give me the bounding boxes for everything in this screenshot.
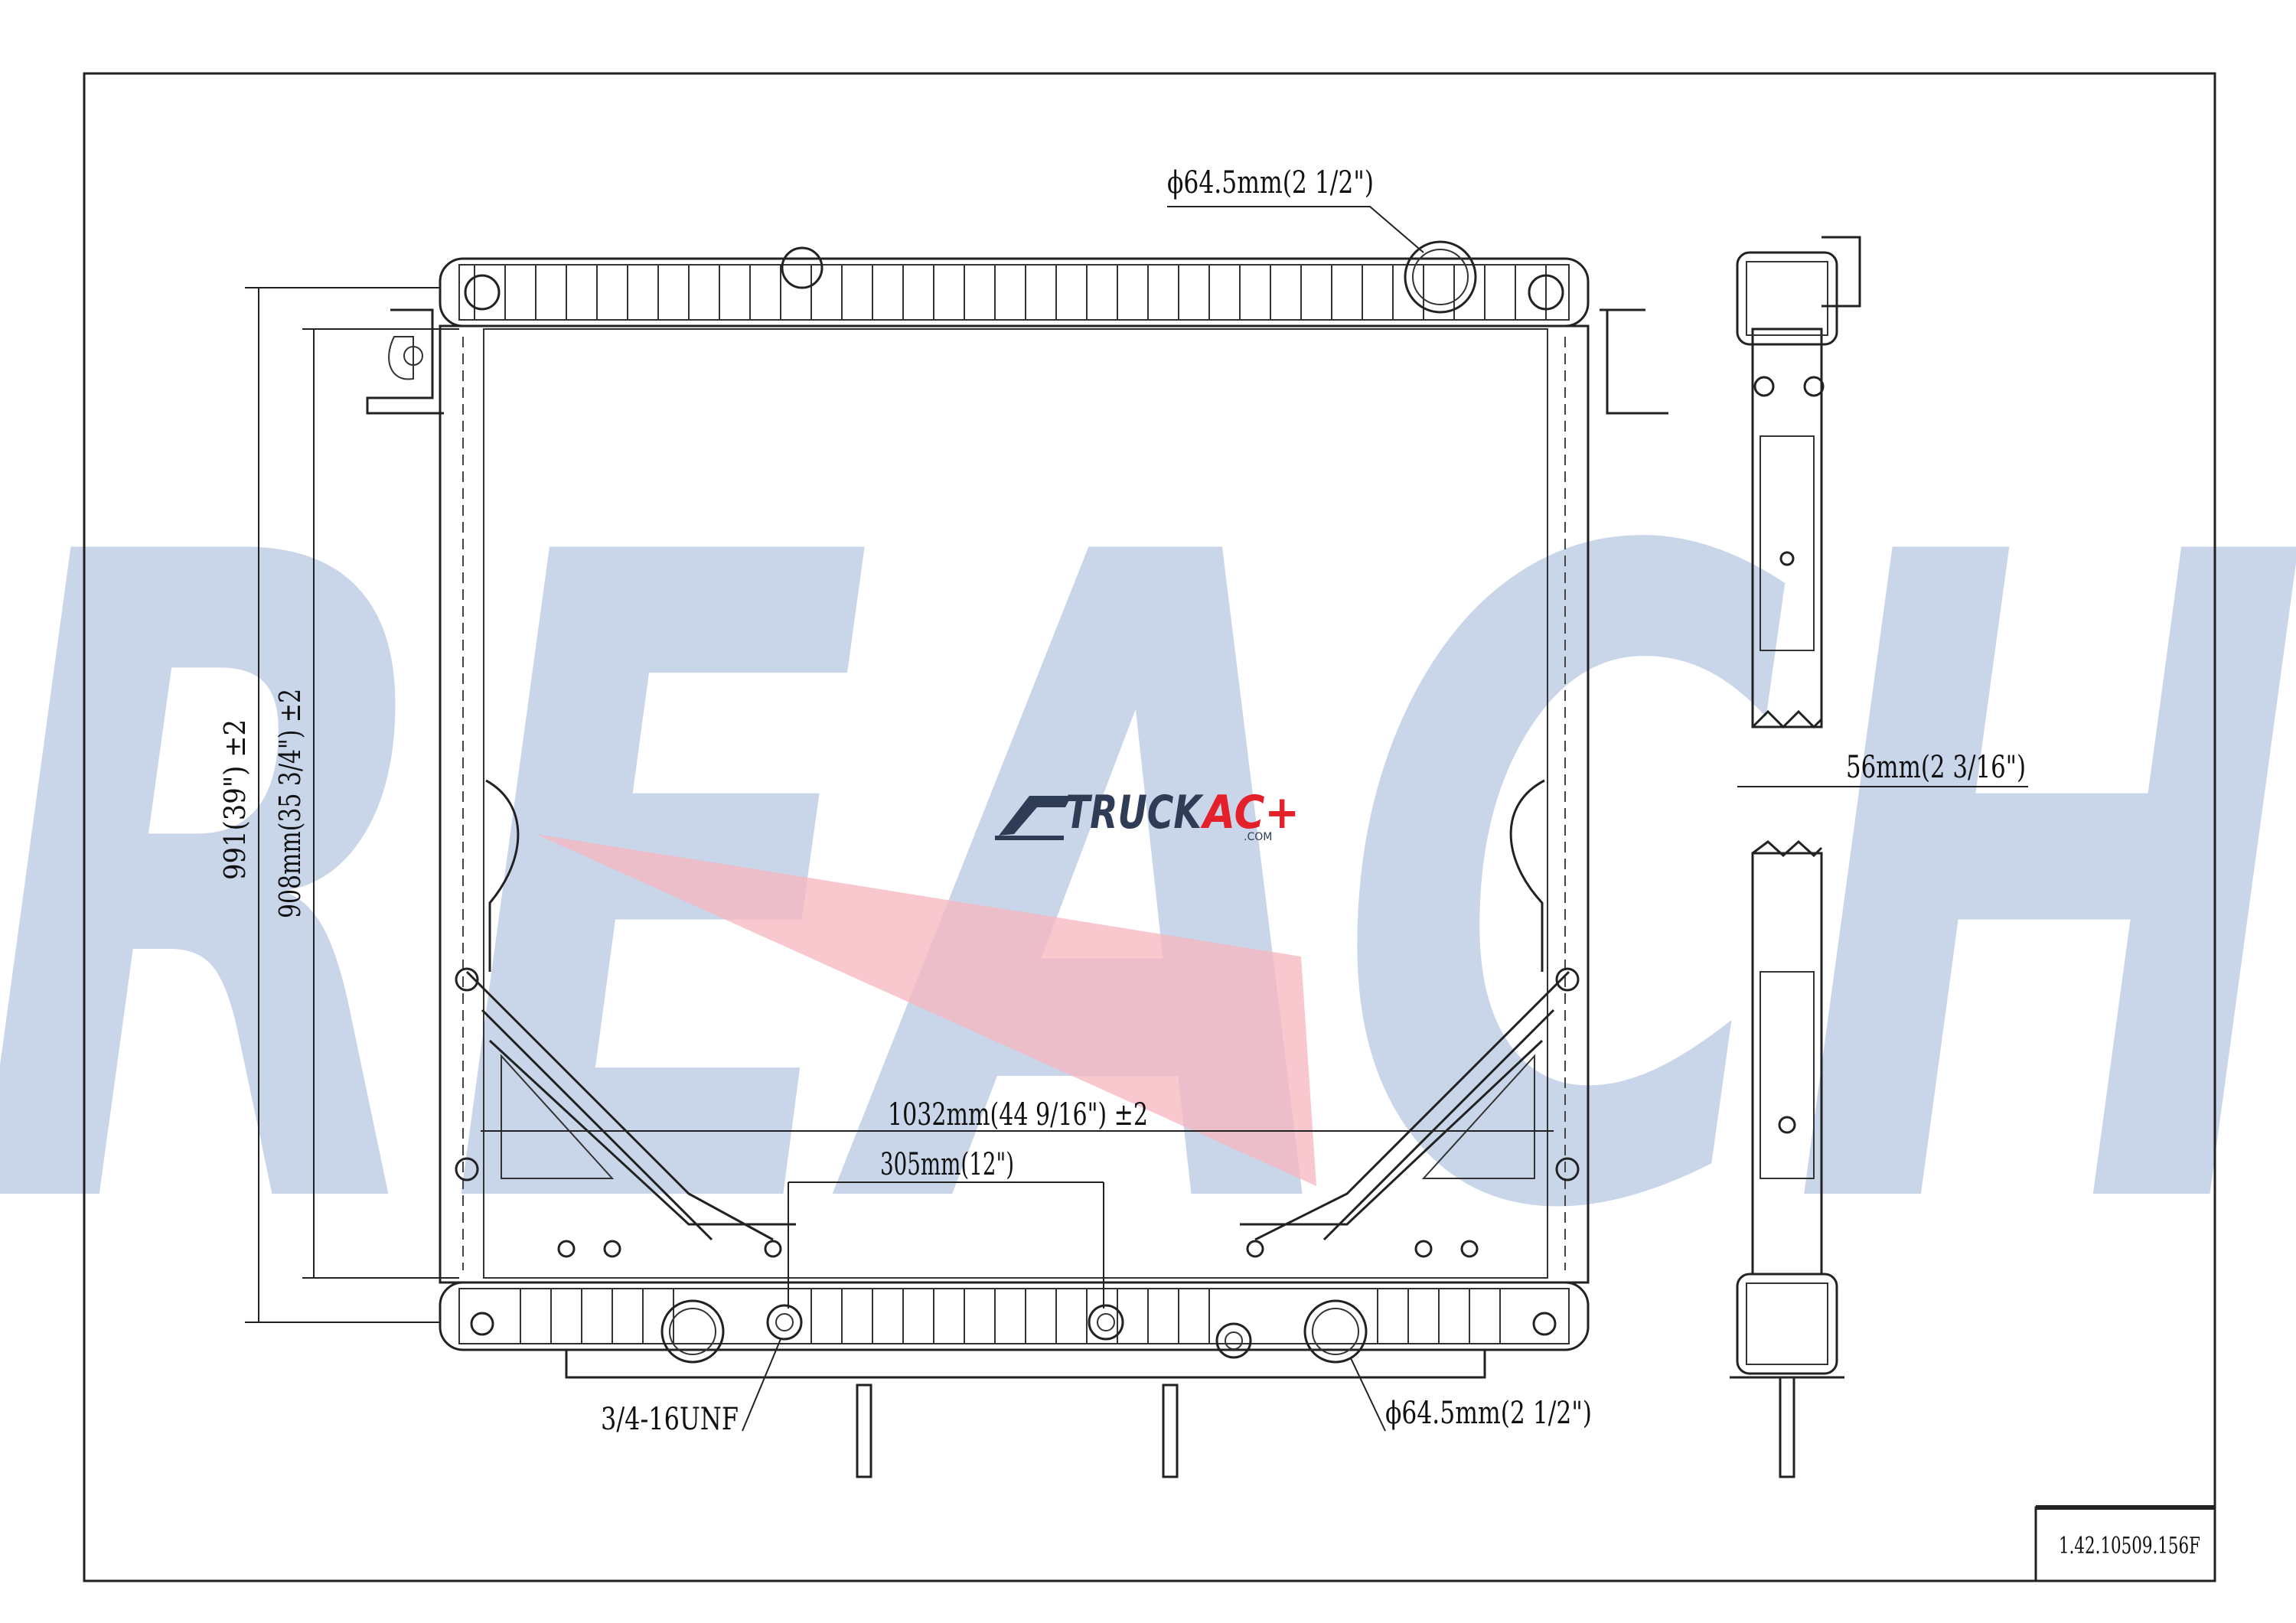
logo-light-beam xyxy=(536,834,1316,1186)
side-view xyxy=(1730,236,1861,1478)
logo-com-text: .COM xyxy=(1244,831,1272,843)
part-number-box: 1.42.10509.156F xyxy=(2034,1505,2216,1582)
watermark-text: REACH xyxy=(0,370,2296,1403)
dimension-lines xyxy=(245,206,2028,1432)
dim-top-inlet: ϕ64.5mm(2 1/2") xyxy=(1167,165,1374,200)
truck-icon xyxy=(999,796,1071,836)
dim-height-core: 908mm(35 3/4") ±2 xyxy=(273,689,307,918)
dim-thread: 3/4-16UNF xyxy=(601,1402,739,1437)
drawing-frame xyxy=(83,72,2216,1582)
dim-depth: 56mm(2 3/16") xyxy=(1846,750,2026,785)
front-view xyxy=(366,240,1668,1478)
truckac-logo: TRUCK AC+ .COM xyxy=(995,786,1300,843)
dim-height-overall: 991(39") ±2 xyxy=(218,719,252,880)
logo-truck-text: TRUCK xyxy=(1065,786,1205,839)
logo-ac-text: AC+ xyxy=(1200,786,1300,839)
dim-width-core: 1032mm(44 9/16") ±2 xyxy=(888,1097,1148,1133)
dim-bottom-outlet: ϕ64.5mm(2 1/2") xyxy=(1385,1396,1592,1431)
reach-watermark: REACH xyxy=(0,370,2296,1403)
dim-mount-spacing: 305mm(12") xyxy=(880,1147,1014,1182)
part-number: 1.42.10509.156F xyxy=(2059,1533,2200,1559)
